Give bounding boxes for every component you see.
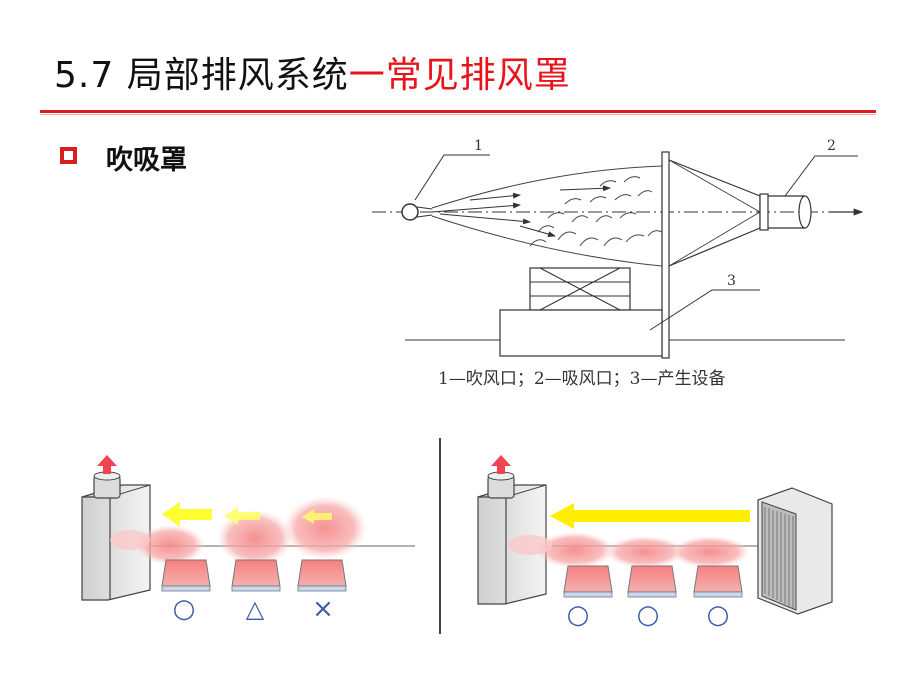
left-comparison-panel: ○ △ × — [81, 455, 415, 624]
equipment-stand — [529, 267, 631, 311]
title-highlight: 一常见排风罩 — [348, 55, 571, 96]
exhaust-up-arrow-icon — [491, 455, 511, 474]
label-3: 3 — [727, 273, 736, 289]
title-divider-shadow — [40, 114, 876, 115]
title-prefix: 5.7 局部排风系统 — [54, 55, 349, 96]
exhaust-up-arrow-icon — [97, 455, 117, 474]
square-bullet-icon — [60, 147, 77, 164]
bullet-heading: 吹吸罩 — [106, 145, 187, 176]
marker-fair: △ — [246, 595, 265, 623]
diagram-caption: 1—吹风口；2—吸风口；3—产生设备 — [438, 369, 725, 389]
title-divider — [40, 110, 876, 113]
blow-nozzle: 1 — [401, 138, 490, 221]
right-comparison-panel: ○ ○ ○ — [477, 455, 833, 630]
marker-poor: × — [312, 594, 334, 624]
label-1: 1 — [474, 138, 483, 154]
blower-grille — [757, 487, 833, 615]
marker-good: ○ — [637, 600, 660, 630]
marker-good: ○ — [173, 594, 196, 624]
label-2: 2 — [827, 138, 836, 154]
marker-good: ○ — [707, 600, 730, 630]
slide-title: 5.7 局部排风系统一常见排风罩 — [54, 46, 571, 98]
marker-good: ○ — [567, 600, 590, 630]
